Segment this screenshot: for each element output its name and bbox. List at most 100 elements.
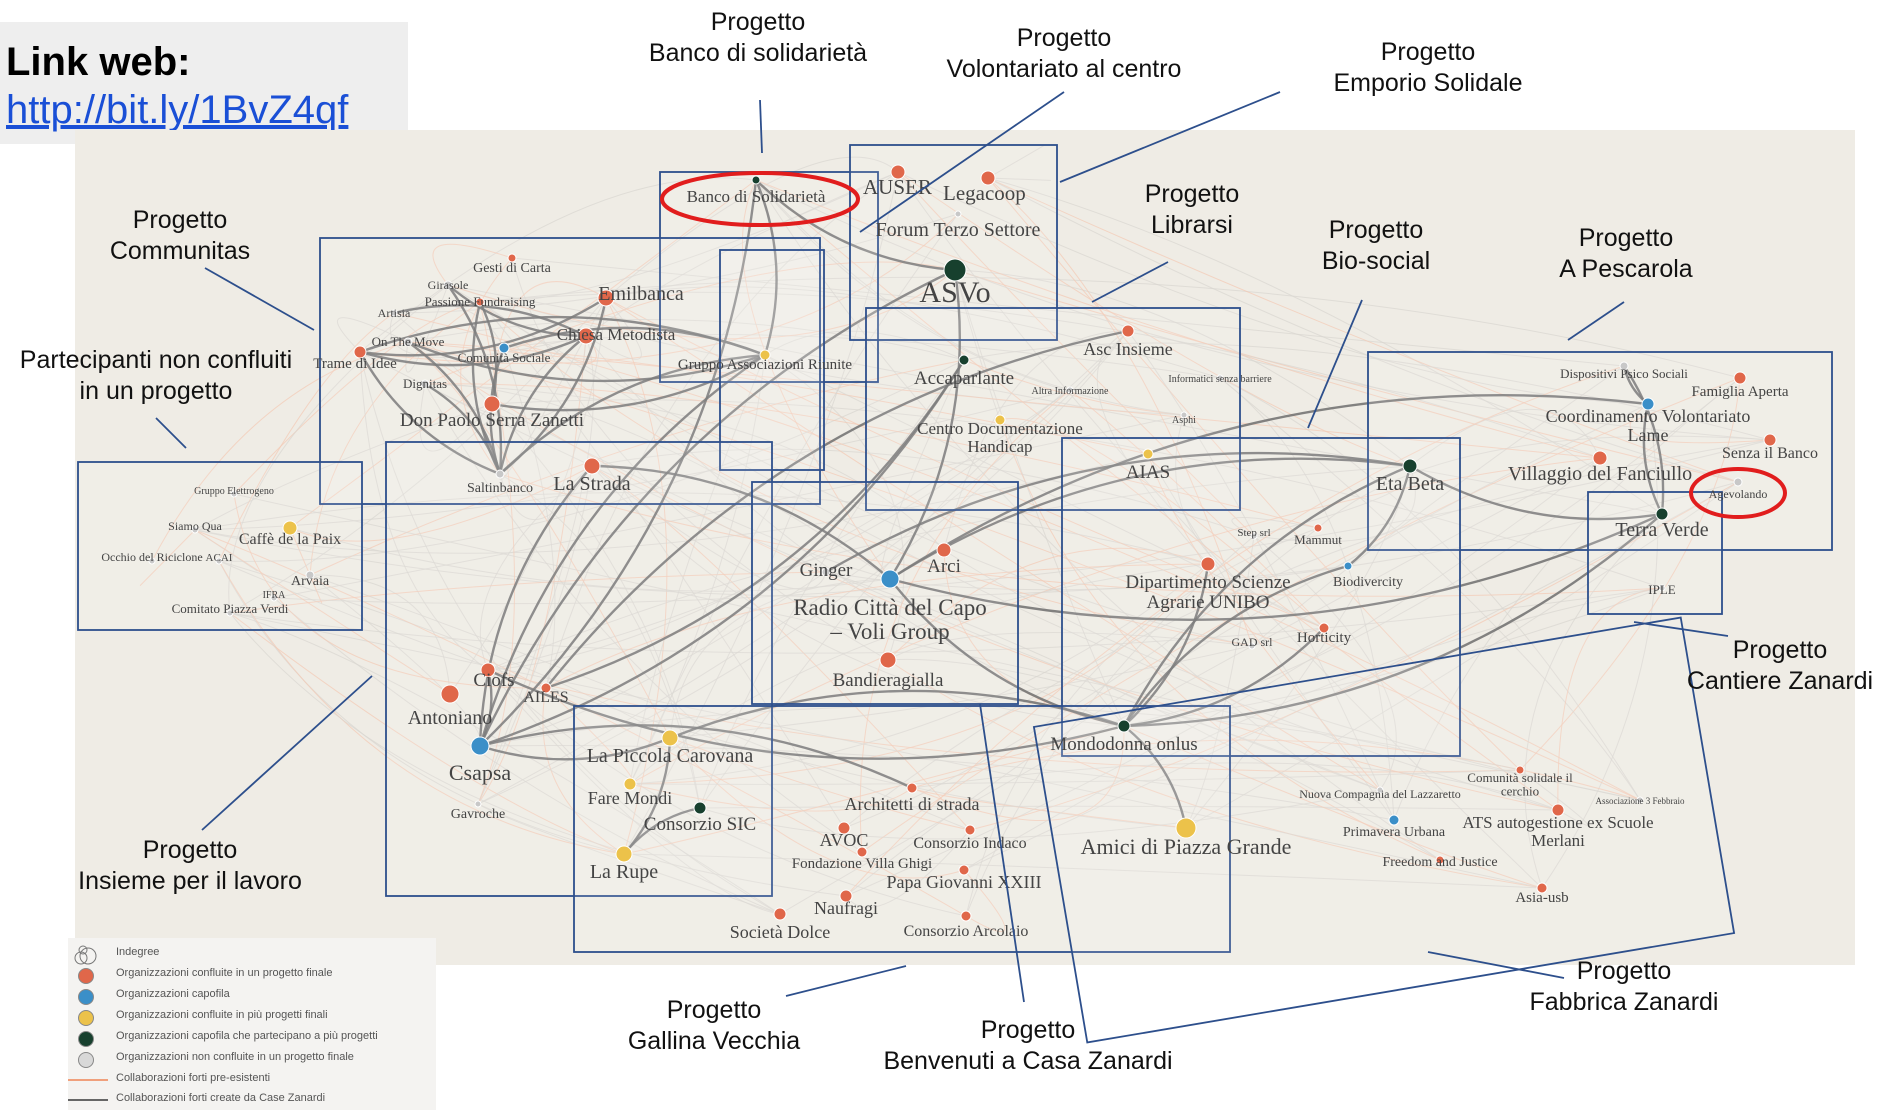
orange-line-icon — [68, 1079, 108, 1081]
faint-edge — [545, 563, 1209, 689]
node-informatici: Informatici senza barriere — [1168, 374, 1272, 385]
project-label-line: Progetto — [1579, 224, 1674, 252]
indegree-icon — [74, 945, 97, 965]
faint-edge — [764, 330, 965, 361]
node-label: Artisia — [378, 306, 411, 320]
strong-edge — [888, 269, 962, 580]
node-label: Arci — [927, 556, 961, 577]
node-dot — [960, 910, 972, 922]
pointer-line-volontariato — [859, 91, 1065, 233]
faint-edge — [479, 745, 1395, 821]
node-label: ACAI — [206, 552, 233, 564]
node-nuovacomp: Nuova Compagnia del Lazzaretto — [1299, 786, 1461, 801]
faint-edge — [218, 312, 395, 562]
node-label: Occhio del Riciclone — [101, 550, 202, 564]
node-label: Gruppo Associazioni Riunite — [678, 357, 852, 373]
node-label: Fare Mondi — [588, 788, 673, 808]
highlight-agevolando — [1689, 467, 1787, 519]
box-lavoro — [385, 441, 773, 897]
faint-edge — [407, 341, 1601, 459]
project-label-line: Progetto — [667, 996, 762, 1024]
node-dot — [1435, 855, 1445, 865]
faint-edge — [987, 177, 1663, 515]
web-link-url[interactable]: http://bit.ly/1BvZ4qf — [6, 88, 349, 132]
faint-edge — [999, 418, 1325, 629]
node-label: Forum Terzo Settore — [876, 219, 1041, 241]
project-label-line: Fabbrica Zanardi — [1530, 988, 1719, 1016]
pointer-line-communitas — [204, 267, 315, 331]
node-dot — [1733, 477, 1743, 487]
node-label: Ciofs — [473, 670, 514, 691]
node-dot — [856, 846, 868, 858]
pointer-line-banco — [759, 99, 763, 154]
node-horticity: Horticity — [1297, 622, 1352, 646]
faint-edge — [1557, 587, 1663, 811]
node-dot — [1655, 507, 1669, 521]
faint-edge — [585, 297, 642, 360]
node-label: Società Dolce — [730, 922, 830, 942]
strong-edge — [1347, 465, 1412, 567]
node-dot — [1619, 361, 1629, 371]
faint-edge — [755, 179, 1771, 441]
node-papa: Papa Giovanni XXIII — [887, 864, 1041, 892]
node-label: Caffè de la Paix — [239, 531, 341, 548]
strong-edge — [359, 334, 587, 367]
legend-label: Organizzazioni confluite in un progetto … — [116, 967, 333, 979]
node-iple: IPLE — [1648, 582, 1676, 597]
project-label-line: Progetto — [143, 836, 238, 864]
faint-edge — [963, 587, 1663, 871]
pointer-line-lavoro — [201, 675, 373, 831]
node-dot — [1515, 765, 1525, 775]
node-altrainf: Altra Informazione — [1032, 386, 1109, 397]
node-dot — [661, 729, 679, 747]
faint-edge — [359, 351, 489, 671]
node-villaggio: Villaggio del Fanciullo — [1508, 450, 1692, 485]
node-stepsrl: Step srl — [1237, 527, 1271, 540]
faint-edge — [623, 171, 899, 855]
node-dot — [837, 821, 851, 835]
node-dot — [390, 309, 398, 317]
node-dot — [994, 414, 1006, 426]
strong-edge — [479, 179, 758, 747]
node-dot — [1216, 374, 1224, 382]
faint-edge — [963, 342, 1771, 441]
node-label: Eta Beta — [1376, 473, 1444, 495]
legend: Indegree Organizzazioni confluite in un … — [68, 938, 436, 1110]
strong-edge — [889, 512, 1663, 621]
faint-edge — [194, 389, 1071, 531]
node-label: Step srl — [1237, 527, 1270, 539]
pointer-line-fabbrica — [1427, 951, 1565, 979]
node-label: Gavroche — [451, 807, 505, 822]
node-piccola: La Piccola Carovana — [587, 729, 753, 767]
strong-edge — [479, 736, 671, 761]
strong-edge — [1123, 725, 1188, 829]
faint-edge — [218, 359, 965, 562]
faint-edge — [499, 465, 593, 521]
pointer-line-librarsi — [1091, 261, 1169, 303]
node-dot — [1551, 803, 1565, 817]
node-acai: ACAI — [206, 552, 233, 565]
faint-edge — [605, 297, 1381, 791]
node-label: Comitato Piazza Verdi — [172, 601, 289, 616]
faint-edge — [479, 301, 845, 829]
node-dot — [282, 520, 298, 536]
project-label-line: Progetto — [1145, 180, 1240, 208]
node-label: Girasole — [428, 278, 469, 292]
strong-edge — [358, 351, 501, 476]
legend-item-indegree: Indegree — [68, 944, 436, 965]
node-label-line: Coordinamento Volontariato — [1546, 406, 1751, 426]
node-dot — [1733, 371, 1747, 385]
faint-edge — [963, 481, 1739, 871]
node-label: Consorzio Indaco — [913, 835, 1026, 852]
faint-edge — [151, 341, 409, 562]
node-dot — [540, 682, 552, 694]
faint-edge — [859, 389, 1071, 853]
grey-dot-icon — [78, 1052, 94, 1068]
strong-edge — [478, 465, 593, 747]
node-label: AUSER — [863, 175, 932, 199]
